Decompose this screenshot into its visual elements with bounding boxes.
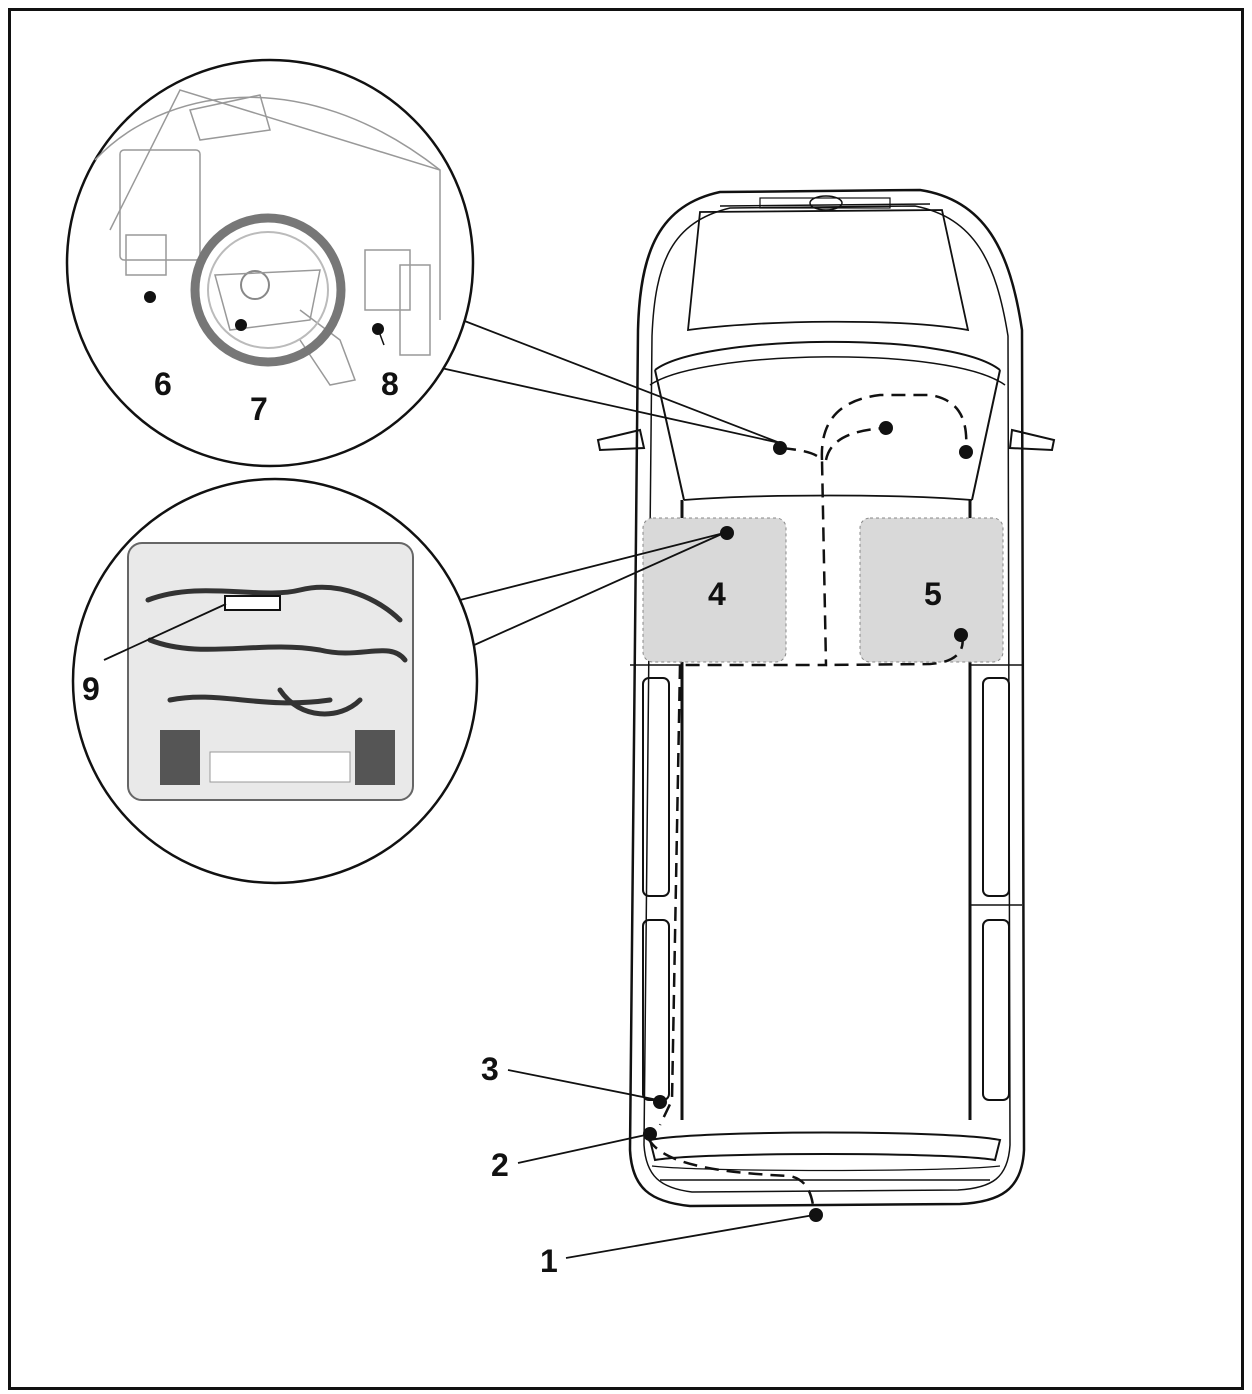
connector-points (643, 421, 973, 1222)
callout-8: 8 (381, 366, 399, 402)
underseat-inset (71, 477, 725, 885)
van-body (596, 188, 1056, 1208)
wiring-harness (646, 393, 968, 1213)
callout-2: 2 (491, 1147, 509, 1183)
seat-right (859, 517, 1004, 663)
callout-1: 1 (540, 1243, 558, 1279)
callout-7: 7 (250, 391, 268, 427)
callout-9: 9 (82, 671, 100, 707)
dashboard-inset (65, 58, 781, 468)
callout-4: 4 (708, 576, 726, 612)
callout-3: 3 (481, 1051, 499, 1087)
callout-5: 5 (924, 576, 942, 612)
diagram-frame (8, 8, 1244, 1390)
leader-lines (507, 1069, 815, 1259)
callout-6: 6 (154, 366, 172, 402)
